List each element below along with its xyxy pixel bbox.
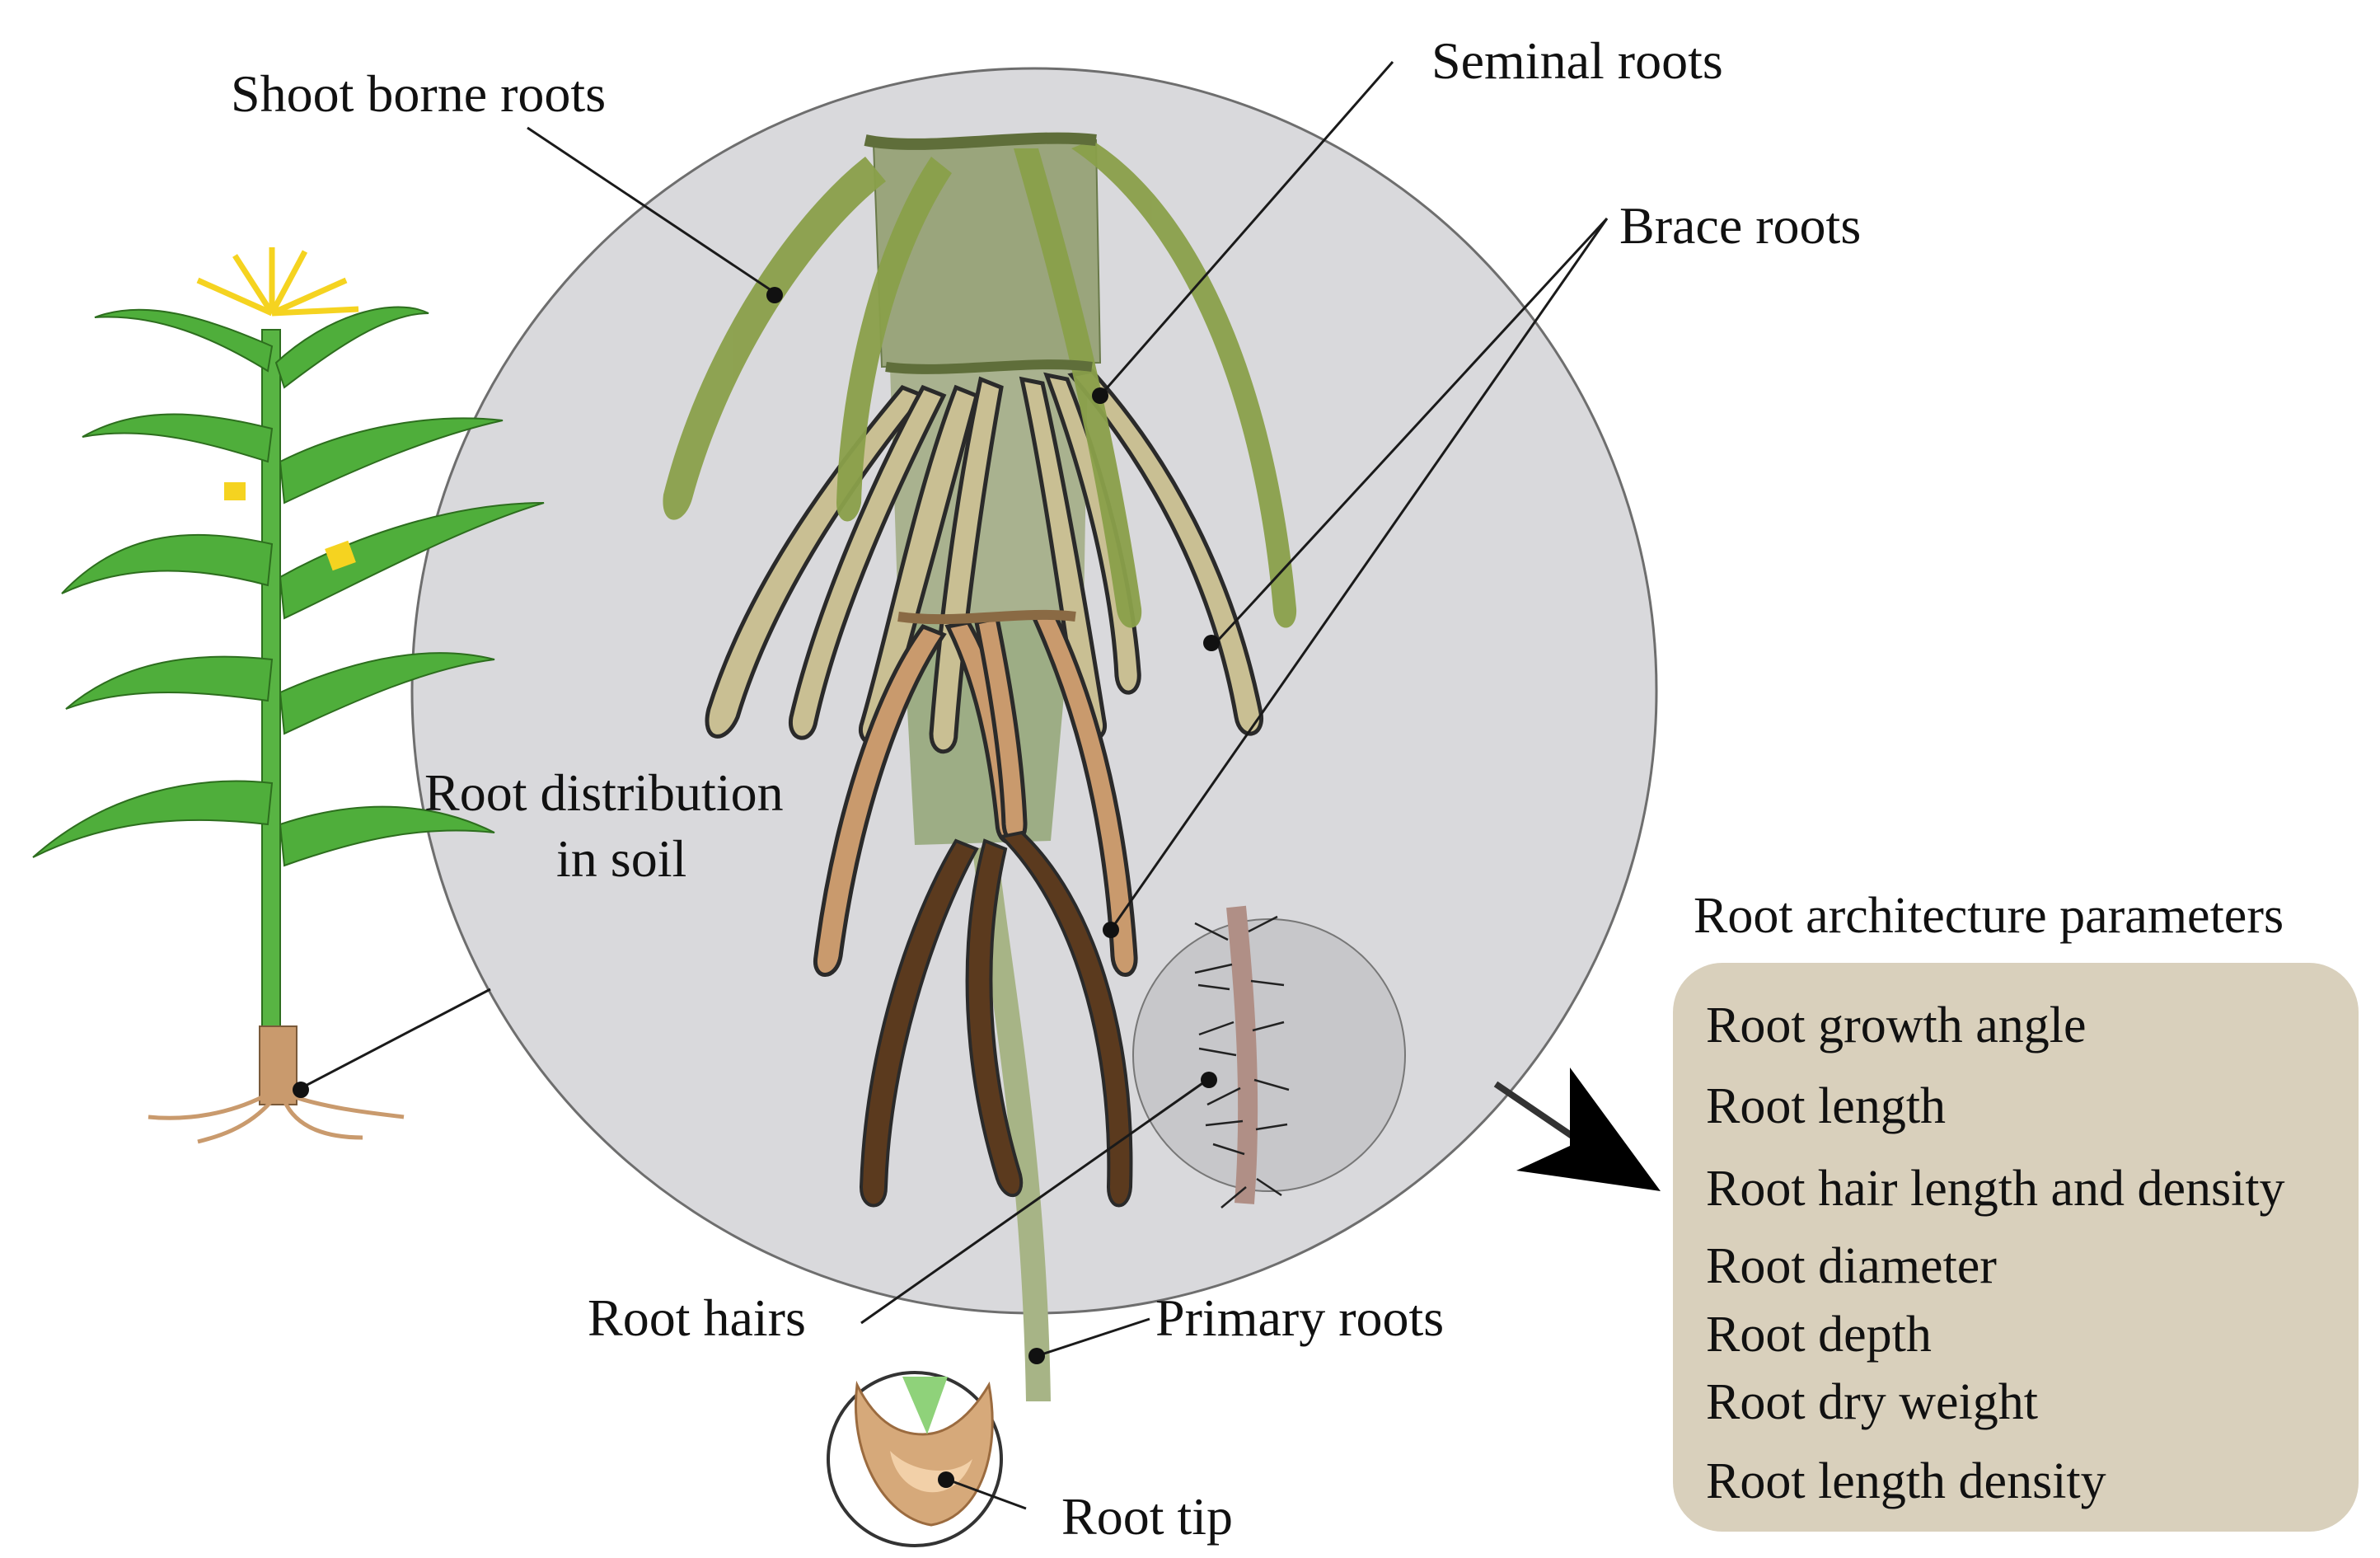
node-low [897,609,1076,625]
arrow-icon [1516,1068,1661,1191]
node-mid [885,359,1093,374]
corn-tassel [196,247,359,317]
leader-shoot-borne [527,126,775,294]
leader-root-hairs [860,1078,1208,1325]
leader-brace-2 [1111,218,1609,928]
node-top [864,132,1097,150]
parameter-item: Root length [1706,1078,1947,1134]
root-tip-core [902,1377,948,1434]
brace-roots [813,612,1138,977]
parameter-item: Root length density [1706,1453,2106,1509]
parameter-item: Root diameter [1706,1238,1997,1294]
root-hair-fibers [1194,915,1290,1208]
leader-seminal [1099,61,1394,397]
label-brace-roots: Brace roots [1619,196,1862,255]
label-root-distribution-line2: in soil [556,829,687,888]
root-hair-circle [1132,918,1406,1192]
lower-brown-roots [859,830,1133,1208]
parameters-title: Root architecture parameters [1694,888,2284,944]
label-shoot-borne-roots: Shoot borne roots [231,64,607,123]
corn-plant [32,247,545,1144]
leader-distribution [300,988,491,1090]
label-root-hairs: Root hairs [588,1288,806,1347]
leader-primary [1036,1317,1150,1358]
corn-roots [148,1094,405,1144]
leader-dots [293,287,1220,1488]
label-root-tip: Root tip [1061,1487,1234,1546]
parameter-item: Root depth [1706,1307,1932,1363]
label-primary-roots: Primary roots [1155,1288,1445,1347]
leader-brace-1 [1214,217,1609,645]
leader-lines [300,61,1609,1510]
corn-ear-1 [224,482,246,500]
label-seminal-roots: Seminal roots [1431,31,1723,90]
root-tip-shape [855,1380,994,1527]
corn-leaves [32,306,545,867]
label-root-distribution-line1: Root distribution [424,763,784,822]
parameter-item: Root hair length and density [1706,1161,2285,1217]
root-hair-main [1226,905,1258,1204]
parameter-item: Root growth angle [1706,997,2087,1054]
corn-ear-2 [325,540,356,571]
parameters-box: Root growth angle Root length Root hair … [1673,963,2359,1532]
parameter-item: Root dry weight [1706,1374,2038,1430]
leader-root-tip [947,1478,1027,1510]
corn-stalk-base [259,1025,298,1105]
